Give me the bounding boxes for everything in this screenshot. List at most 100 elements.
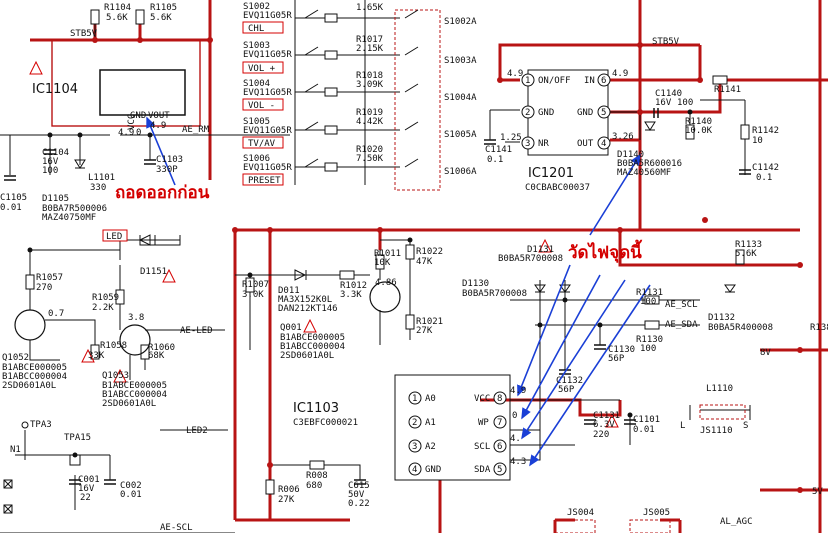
c1131-cap: 220 [593,430,609,440]
ic1103-pin1-n: 1 [412,394,417,404]
s1003-part: EVQ11G05R [243,50,292,60]
diode-glyphs [74,121,736,293]
d1130-ref: D1130 [462,279,489,289]
net-tpa3: TPA3 [30,420,52,430]
r008-value: 680 [306,481,322,491]
warning-triangles [29,60,619,428]
r1057-ref: R1057 [36,273,63,283]
ic1201-v-nr: 1.25 [500,133,522,143]
sw-ref-a4: S1005A [444,130,477,140]
ic1201-v-left: 4.9 [507,69,523,79]
c1105-ref: C1105 [0,193,27,203]
ic1104-v1: 4.9 [118,128,134,138]
ic1104-pin-vout: VOUT [148,111,170,121]
sw-ref-a1: S1002A [444,17,477,27]
r1011-value: 10K [374,258,391,268]
c1142-ref: C1142 [752,163,779,173]
c1140-cap: 100 [677,98,693,108]
r008-ref: R008 [306,471,328,481]
r1104-ref: R1104 [104,3,131,13]
d011-ref: D011 [278,286,300,296]
s1006-ref: S1006 [243,154,270,164]
d1105-ref: D1105 [42,194,69,204]
d1140-ref: D1140 [617,150,644,160]
s1004-ref: S1004 [243,79,270,89]
net-ae-scl: AE_SCL [665,300,698,310]
d011-part-a: MA3X152K0L [278,295,332,305]
d1132-part: B0BA5R400008 [708,323,773,333]
net-n1: N1 [10,445,21,455]
q001-part-c: 2SD0601A0L [280,351,334,361]
ic1201-pin6-n: 6 [601,76,606,86]
d1140-part-a: B0BA5R600016 [617,159,682,169]
c615-ref: C615 [348,481,370,491]
c001-cap: 22 [80,493,91,503]
c1140-ref: C1140 [655,89,682,99]
sw-res0-value: 1.65K [356,3,384,13]
js005-box [629,519,671,533]
ic1103-pin7-n: 7 [497,418,502,428]
r006-value: 27K [278,495,295,505]
test-point-boxes [3,421,81,514]
c1142-value: 0.1 [756,173,772,183]
r1007-value: 3.0K [242,290,264,300]
l1101-ref: L1101 [88,173,115,183]
c1132-value: 56P [558,385,575,395]
d1105-part-a: B0BA7R500006 [42,204,107,214]
d1131-ref: D1131 [527,245,554,255]
ic1103-part: C3EBFC000021 [293,418,358,428]
c1103-ref: C1103 [156,155,183,165]
switch-group-box [394,9,441,191]
net-ae-sda: AE_SDA [665,320,698,330]
c1101-value: 0.01 [633,425,655,435]
ic1201-pin1-n: 1 [525,76,530,86]
ic1201-pin3-n: 3 [525,139,530,149]
voltage-38: 3.8 [128,313,144,323]
r1140-value: 10.0K [685,126,713,136]
ic1103-pin2-n: 2 [412,418,417,428]
net-led: LED [106,232,122,242]
q1052-part-b: B1ABCC000004 [2,372,67,382]
r1021-ref: R1021 [416,317,443,327]
r1012-value: 3.3K [340,290,362,300]
r1104-value: 5.6K [106,13,128,23]
q1052-ref: Q1052 [2,353,29,363]
r1105-value: 5.6K [150,13,172,23]
r1133-value: 5.6K [735,249,757,259]
ic1201-pin4-t: OUT [577,139,594,149]
s1004-label: VOL - [248,101,275,111]
c001-ref: C001 [78,475,100,485]
transistor-symbols [14,281,401,356]
net-stb5v-b: STB5V [652,37,680,47]
c1131-volt: 6.3V [593,420,615,430]
s1005-part: EVQ11G05R [243,126,292,136]
voltage-486: 4.86 [375,278,397,288]
net-ae-scl2: AE-SCL [160,523,193,533]
net-tpa15: TPA15 [64,433,91,443]
c615-cap: 0.22 [348,499,370,509]
q001-ref: Q001 [280,323,302,333]
q001-part-a: B1ABCE000005 [280,333,345,343]
resistor-glyphs [25,9,750,495]
c1132-ref: C1132 [556,376,583,386]
d1140-part-b: MAZ40560MF [617,168,671,178]
ic1201-pin4-n: 4 [601,139,606,149]
r1021-value: 27K [416,326,433,336]
ic1103-pin8-n: 8 [497,394,502,404]
r1131-ref: R1131 [636,288,663,298]
ic1103-label: IC1103 [293,401,339,416]
ic1201-pin3-t: NR [538,139,549,149]
d1131-part: B0BA5R700008 [498,254,563,264]
ic1104-v3: 4.9 [150,121,166,131]
ic1103-pin8-t: VCC [474,394,490,404]
ic1201-pin6-t: IN [584,76,595,86]
r1022-ref: R1022 [416,247,443,257]
q1053-part-c: 2SD0601A0L [102,399,156,409]
ic1103-pin6-n: 6 [497,442,502,452]
ic1201-pin-circles [521,73,611,150]
d1151-ref: D1151 [140,267,167,277]
q1052-part-c: 2SD0601A0L [2,381,56,391]
r1058-ref: R1058 [100,341,127,351]
